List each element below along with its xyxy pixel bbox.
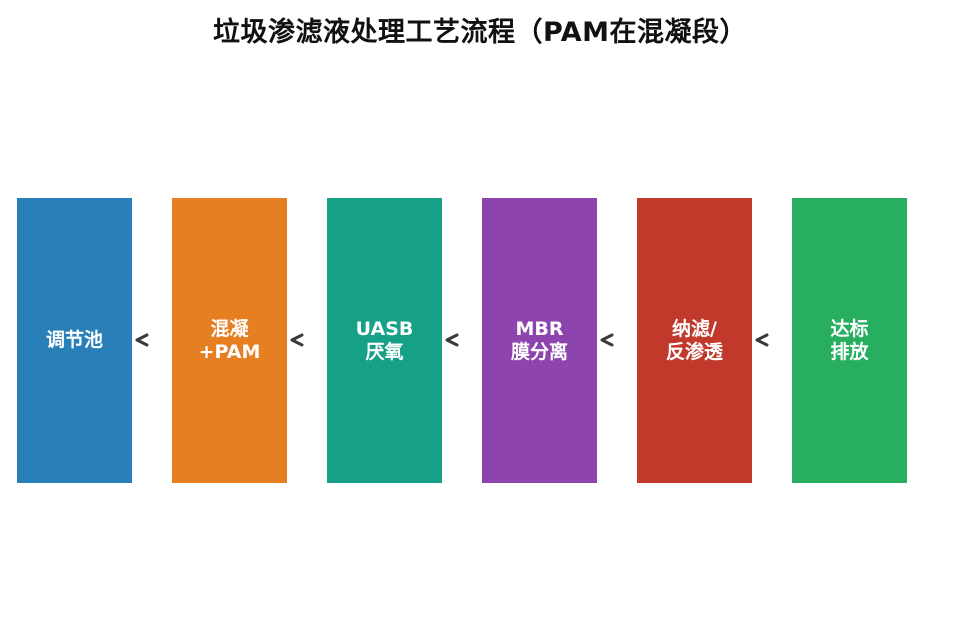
step-box-coagulation-pam: 混凝 +PAM bbox=[172, 198, 287, 483]
step-label: 调节池 bbox=[45, 329, 103, 351]
step-label-line2: 膜分离 bbox=[510, 340, 568, 363]
page-title: 垃圾渗滤液处理工艺流程（PAM在混凝段） bbox=[212, 17, 748, 48]
step-label-line2: 反渗透 bbox=[665, 340, 723, 363]
step-label-line2: +PAM bbox=[198, 340, 261, 363]
flow-arrow-icon bbox=[288, 331, 306, 349]
step-box-nf-ro: 纳滤/ 反渗透 bbox=[637, 198, 752, 483]
flow-arrow-icon bbox=[598, 331, 616, 349]
step-label-line1: 混凝 bbox=[210, 317, 249, 340]
flow-arrow-icon bbox=[133, 331, 151, 349]
step-box-equalization-tank: 调节池 bbox=[17, 198, 132, 483]
step-label-line1: MBR bbox=[515, 317, 564, 340]
flow-arrow-icon bbox=[443, 331, 461, 349]
step-label-line1: 纳滤/ bbox=[672, 317, 717, 340]
step-label-line1: UASB bbox=[355, 317, 414, 340]
step-box-discharge: 达标 排放 bbox=[792, 198, 907, 483]
step-label-line1: 达标 bbox=[830, 317, 869, 340]
step-label-line2: 厌氧 bbox=[365, 340, 404, 363]
step-box-mbr-membrane: MBR 膜分离 bbox=[482, 198, 597, 483]
process-flow: 调节池 混凝 +PAM UASB 厌氧 MBR 膜分离 纳滤/ 反渗透 bbox=[17, 198, 907, 483]
flow-arrow-icon bbox=[753, 331, 771, 349]
step-box-uasb-anaerobic: UASB 厌氧 bbox=[327, 198, 442, 483]
step-label-line2: 排放 bbox=[830, 340, 869, 363]
